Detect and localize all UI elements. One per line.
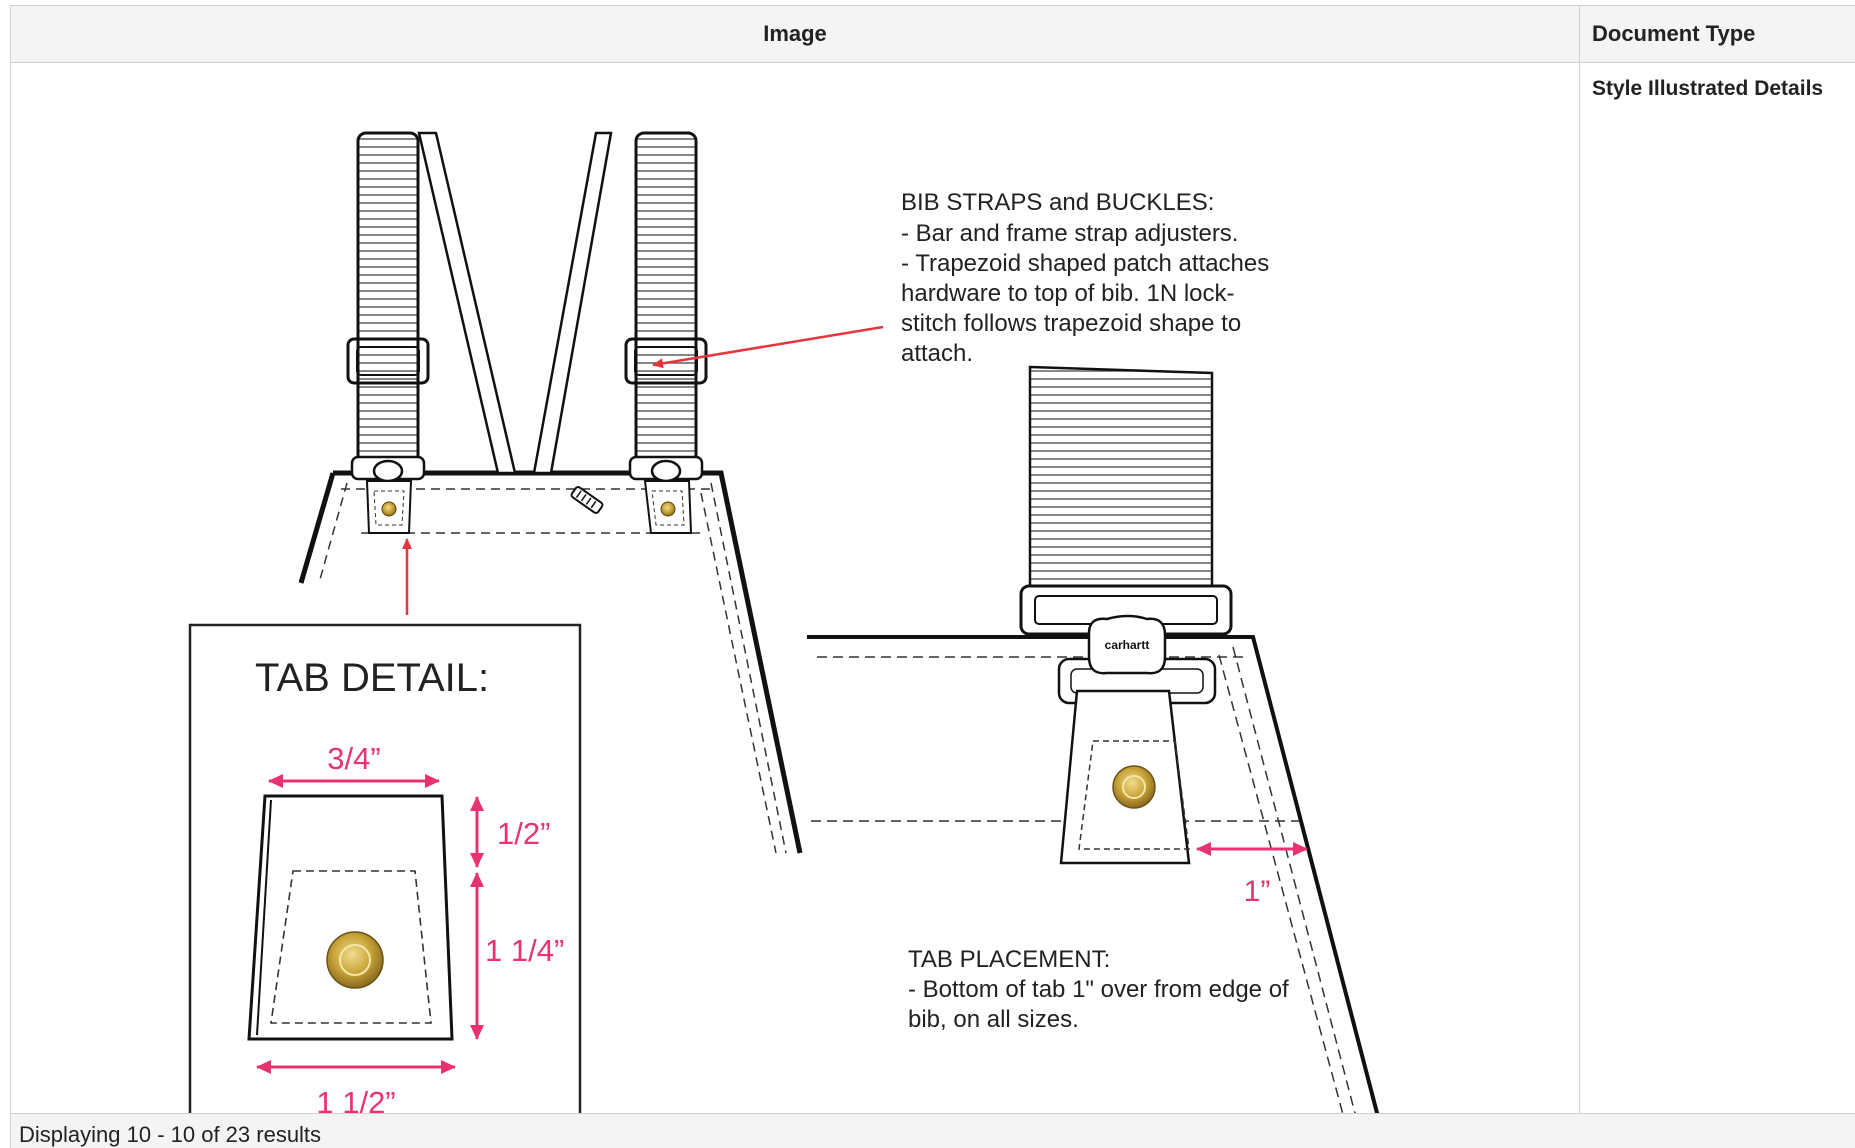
bib-straps-note: BIB STRAPS and BUCKLES: - Bar and frame … bbox=[901, 189, 1269, 367]
tab-placement-line: bib, on all sizes. bbox=[908, 1006, 1079, 1033]
bib-straps-line: stitch follows trapezoid shape to bbox=[901, 310, 1241, 337]
dim-bottom: 1 1/2” bbox=[316, 1085, 395, 1113]
column-header-document-type[interactable]: Document Type bbox=[1579, 5, 1855, 63]
bib-straps-arrow bbox=[652, 325, 884, 369]
tab-placement-note: TAB PLACEMENT: - Bottom of tab 1" over f… bbox=[908, 946, 1289, 1033]
dim-top: 3/4” bbox=[327, 741, 380, 776]
dim-half: 1/2” bbox=[497, 816, 550, 851]
bib-straps-line: - Trapezoid shaped patch attaches bbox=[901, 250, 1269, 277]
table-footer-row: Displaying 10 - 10 of 23 results bbox=[10, 1113, 1855, 1148]
results-count: Displaying 10 - 10 of 23 results bbox=[10, 1113, 1855, 1148]
style-illustration[interactable]: BIB STRAPS and BUCKLES: - Bar and frame … bbox=[11, 63, 1555, 1113]
image-cell[interactable]: BIB STRAPS and BUCKLES: - Bar and frame … bbox=[10, 62, 1580, 1114]
bib-straps-line: - Bar and frame strap adjusters. bbox=[901, 220, 1238, 247]
tab-detail-title: TAB DETAIL: bbox=[255, 656, 489, 700]
dim-one: 1” bbox=[1244, 875, 1271, 908]
bib-straps-title: BIB STRAPS and BUCKLES: bbox=[901, 189, 1214, 216]
tab-placement-line: - Bottom of tab 1" over from edge of bbox=[908, 976, 1289, 1003]
results-table: Image Document Type bbox=[10, 5, 1855, 1148]
bib-front-drawing bbox=[298, 131, 803, 854]
bib-straps-line: hardware to top of bib. 1N lock- bbox=[901, 280, 1235, 307]
column-header-image[interactable]: Image bbox=[10, 5, 1580, 63]
table-row[interactable]: BIB STRAPS and BUCKLES: - Bar and frame … bbox=[10, 62, 1855, 1114]
tab-placement-title: TAB PLACEMENT: bbox=[908, 946, 1110, 973]
carhartt-logo: carhartt bbox=[1105, 638, 1150, 652]
tab-detail-box: TAB DETAIL: 3/4” 1/2” 1 1/4” 1 1/2” bbox=[188, 623, 582, 1113]
table-header-row: Image Document Type bbox=[10, 5, 1855, 63]
tab-placement-drawing: carhartt 1” bbox=[807, 365, 1380, 1113]
bib-straps-line: attach. bbox=[901, 340, 973, 367]
document-type-cell: Style Illustrated Details bbox=[1579, 62, 1855, 1114]
dim-one-quarter: 1 1/4” bbox=[485, 933, 564, 968]
